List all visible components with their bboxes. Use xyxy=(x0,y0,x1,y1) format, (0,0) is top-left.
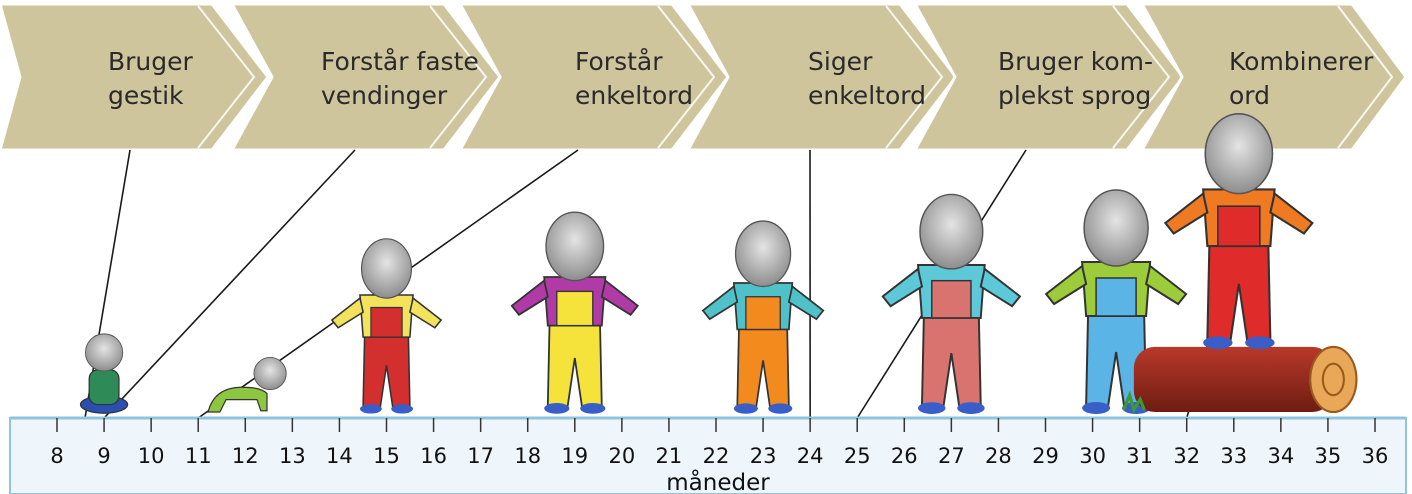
tick-label-13: 13 xyxy=(279,444,306,468)
tick-label-10: 10 xyxy=(138,444,165,468)
milestone-arrow-stripe-4 xyxy=(885,5,944,149)
timeline-axis xyxy=(9,416,1407,494)
milestone-labels: Bruger gestik Forstår faste vendinger Fo… xyxy=(108,47,1374,110)
tick-label-24: 24 xyxy=(797,444,824,468)
axis-ticks: 8 9 10 11 12 13 14 15 16 17 18 19 20 21 22 23 24 25 26 27 28… xyxy=(50,418,1388,468)
tick-label-8: 8 xyxy=(50,444,63,468)
tick-label-20: 20 xyxy=(608,444,635,468)
tick-label-32: 32 xyxy=(1173,444,1200,468)
milestone-arrow-6 xyxy=(1139,2,1408,152)
milestone-label-2-line2: vendinger xyxy=(321,81,448,110)
milestone-label-4-line1: Siger xyxy=(808,47,873,76)
milestone-arrow-1 xyxy=(0,2,270,152)
milestone-arrow-stripe-5 xyxy=(1112,5,1171,149)
milestone-label-3-line1: Forstår xyxy=(575,47,663,76)
tick-label-29: 29 xyxy=(1032,444,1059,468)
axis-unit-label: måneder xyxy=(666,468,770,494)
tick-label-16: 16 xyxy=(420,444,447,468)
tick-label-18: 18 xyxy=(514,444,541,468)
milestone-label-2-line1: Forstår faste xyxy=(321,47,479,76)
milestone-arrow-stripe-3 xyxy=(657,5,716,149)
milestone-arrow-5 xyxy=(912,2,1185,152)
tick-label-31: 31 xyxy=(1126,444,1153,468)
tick-label-19: 19 xyxy=(561,444,588,468)
milestone-label-5-line1: Bruger kom- xyxy=(998,47,1153,76)
tick-label-36: 36 xyxy=(1362,444,1389,468)
milestone-arrow-3 xyxy=(457,2,730,152)
tick-label-27: 27 xyxy=(938,444,965,468)
milestone-label-6-line1: Kombinerer xyxy=(1229,47,1374,76)
connector-line-2 xyxy=(103,149,356,419)
tick-label-33: 33 xyxy=(1220,444,1247,468)
tick-label-21: 21 xyxy=(656,444,683,468)
milestone-arrow-stripe-1 xyxy=(197,5,256,149)
milestone-label-4-line2: enkeltord xyxy=(808,81,926,110)
tick-label-15: 15 xyxy=(373,444,400,468)
tick-label-23: 23 xyxy=(750,444,777,468)
milestone-label-1-line1: Bruger xyxy=(108,47,194,76)
tick-label-14: 14 xyxy=(326,444,353,468)
milestone-arrow-2 xyxy=(229,2,502,152)
milestone-arrow-stripe-6 xyxy=(1337,5,1394,149)
tick-label-28: 28 xyxy=(985,444,1012,468)
tick-label-35: 35 xyxy=(1315,444,1342,468)
milestone-label-1-line2: gestik xyxy=(108,81,184,110)
milestone-arrows xyxy=(0,2,1408,152)
tick-label-12: 12 xyxy=(232,444,259,468)
milestone-arrow-stripe-2 xyxy=(429,5,488,149)
milestone-label-6-line2: ord xyxy=(1229,81,1270,110)
timeline-bar xyxy=(9,417,1407,494)
children-figures xyxy=(79,113,1358,414)
jumping-child-icon xyxy=(1044,189,1188,414)
tick-label-26: 26 xyxy=(891,444,918,468)
tick-label-30: 30 xyxy=(1079,444,1106,468)
tick-label-34: 34 xyxy=(1267,444,1294,468)
sitting-baby-icon xyxy=(79,333,129,414)
milestone-label-5-line2: plekst sprog xyxy=(998,81,1151,110)
walking-toddler-icon xyxy=(510,211,640,414)
milestone-label-3-line2: enkeltord xyxy=(575,81,693,110)
stepping-child-icon xyxy=(881,193,1022,414)
tick-label-25: 25 xyxy=(844,444,871,468)
crawling-baby-icon xyxy=(207,356,287,413)
tick-label-11: 11 xyxy=(185,444,212,468)
log-climbing-child-icon xyxy=(1121,113,1358,414)
milestone-arrow-4 xyxy=(685,2,958,152)
tick-label-17: 17 xyxy=(467,444,494,468)
tick-label-9: 9 xyxy=(97,444,110,468)
tick-label-22: 22 xyxy=(703,444,730,468)
running-toddler-icon xyxy=(701,220,825,414)
standing-toddler-icon xyxy=(330,238,443,414)
